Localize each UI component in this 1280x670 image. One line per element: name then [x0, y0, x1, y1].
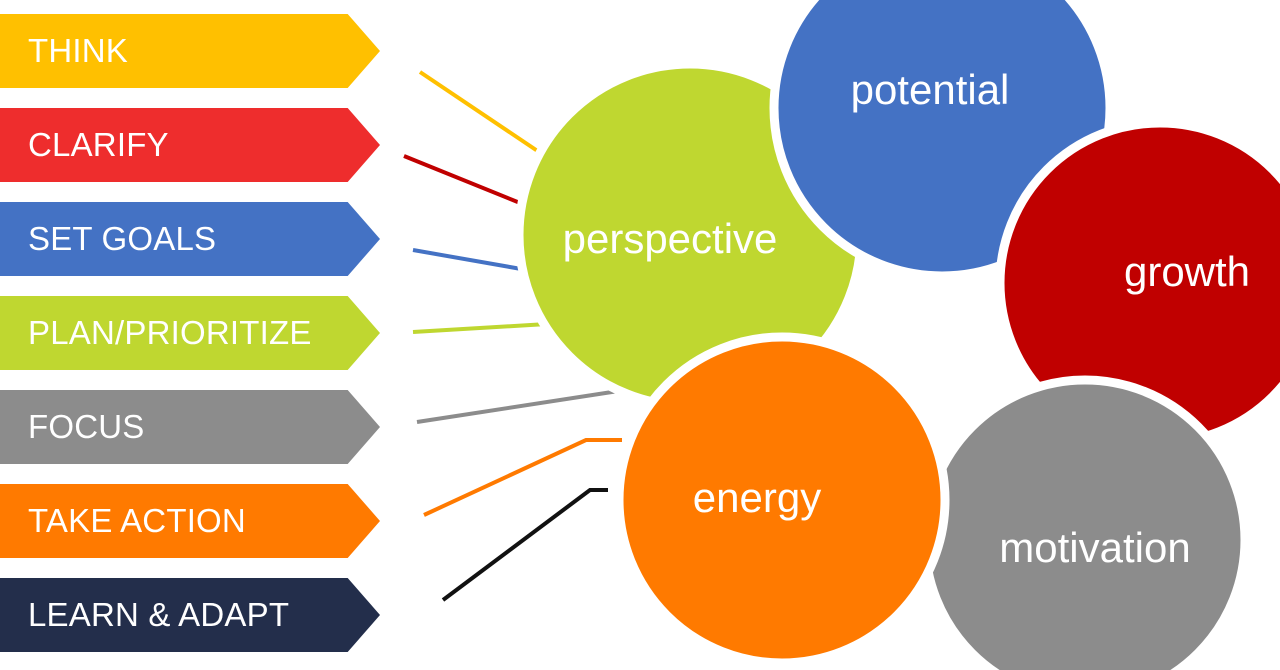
connector-clarify — [403, 154, 531, 209]
step-arrow-focus: FOCUS — [0, 390, 380, 464]
step-arrow-clarify: CLARIFY — [0, 108, 380, 182]
connector-set-goals — [412, 248, 528, 272]
connector-lines — [403, 70, 626, 602]
step-arrow-learn-adapt: LEARN & ADAPT — [0, 578, 380, 652]
step-arrows: THINK CLARIFY SET GOALS PLAN/PRIORITIZE … — [0, 0, 390, 670]
connector-focus — [416, 388, 626, 424]
step-label-think: THINK — [28, 32, 128, 69]
connector-plan-prioritize — [412, 322, 548, 334]
step-arrow-think: THINK — [0, 14, 380, 88]
step-label-take-action: TAKE ACTION — [28, 502, 246, 539]
connector-think — [418, 70, 547, 158]
step-label-plan-prioritize: PLAN/PRIORITIZE — [28, 314, 312, 351]
circle-motivation: motivation — [920, 375, 1250, 670]
circle-label-motivation: motivation — [999, 524, 1190, 571]
step-label-set-goals: SET GOALS — [28, 220, 217, 257]
circle-energy: energy — [614, 332, 950, 668]
step-arrow-take-action: TAKE ACTION — [0, 484, 380, 558]
connector-take-action — [423, 438, 622, 517]
circle-energy-disc — [614, 332, 950, 668]
connector-learn-adapt — [441, 488, 608, 602]
step-label-learn-adapt: LEARN & ADAPT — [28, 596, 290, 633]
circle-label-potential: potential — [851, 66, 1010, 113]
step-arrow-set-goals: SET GOALS — [0, 202, 380, 276]
circle-label-perspective: perspective — [563, 215, 778, 262]
circle-label-energy: energy — [693, 474, 821, 521]
step-label-focus: FOCUS — [28, 408, 145, 445]
step-label-clarify: CLARIFY — [28, 126, 169, 163]
circle-label-growth: growth — [1124, 248, 1250, 295]
step-arrow-plan-prioritize: PLAN/PRIORITIZE — [0, 296, 380, 370]
